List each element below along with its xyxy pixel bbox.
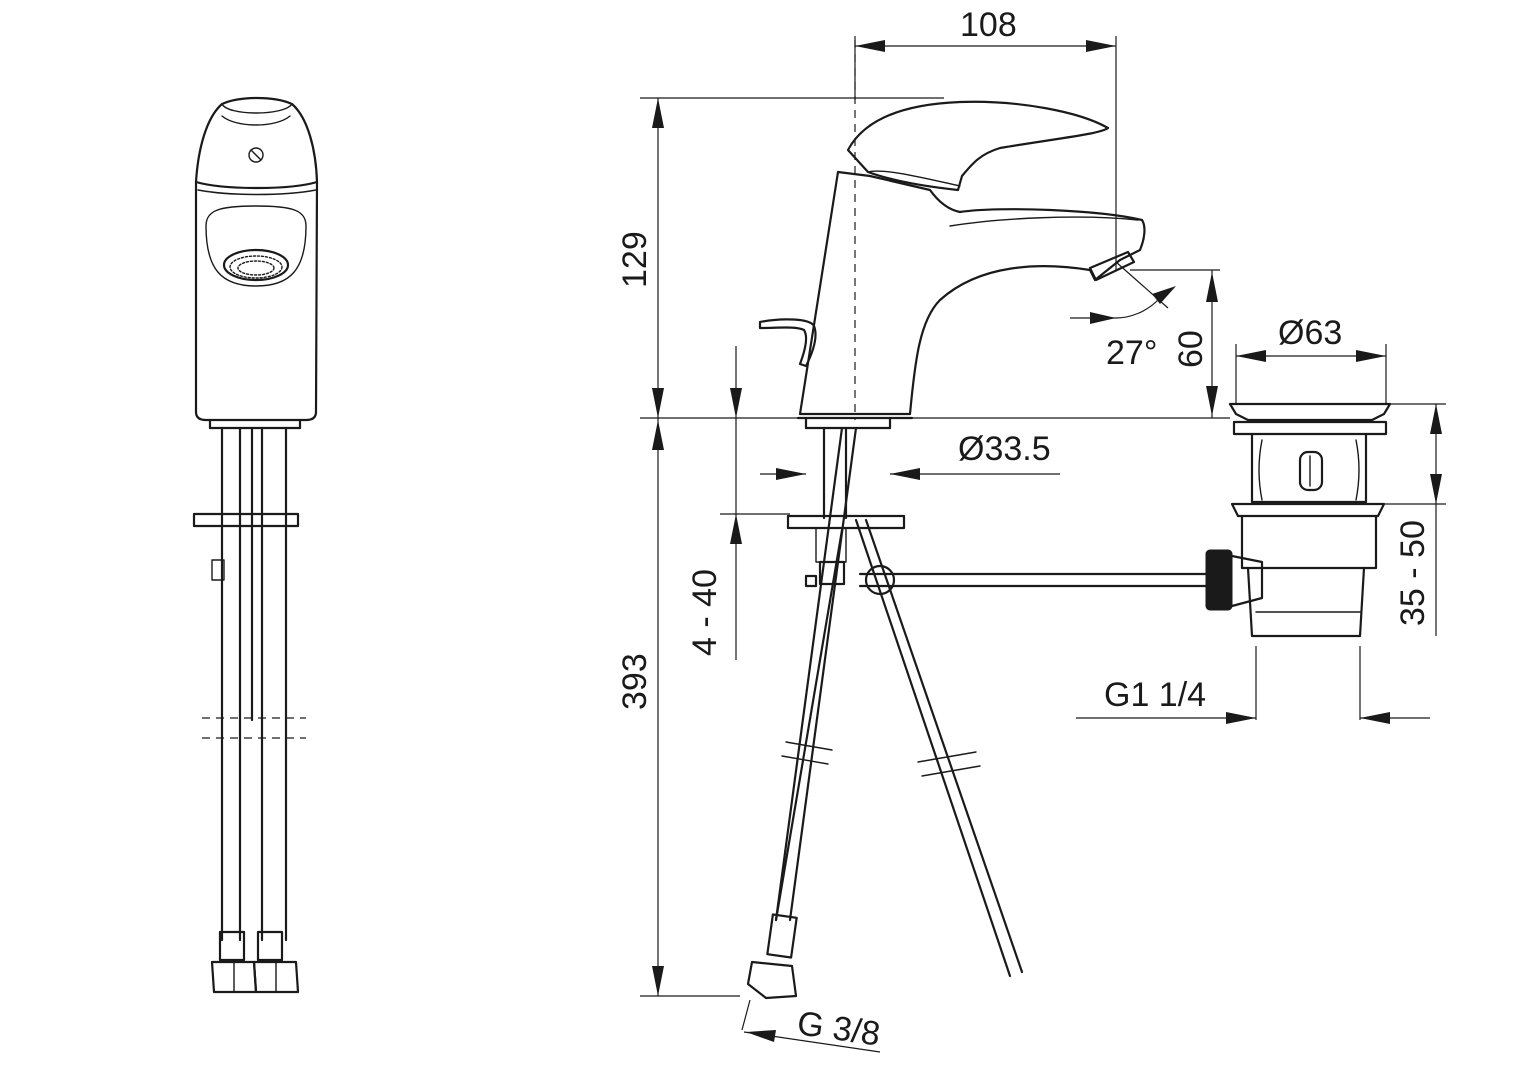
spout-aerator (1088, 250, 1136, 282)
front-handle-cap (194, 96, 319, 190)
dim-g-3-8: G 3/8 (795, 1004, 883, 1053)
dim-129: 129 (616, 231, 654, 288)
screw-icon (248, 147, 264, 163)
dim-27-deg: 27° (1106, 334, 1157, 372)
popup-lever (758, 318, 817, 368)
side-view (746, 40, 1208, 1000)
front-nut-right (252, 960, 300, 994)
connector-nut (1205, 549, 1233, 611)
side-nut (746, 960, 798, 1000)
front-body (194, 180, 319, 422)
dim-dia-63: Ø63 (1278, 314, 1342, 352)
waste-cap (1228, 402, 1392, 422)
dim-4-40: 4 - 40 (686, 569, 724, 656)
lever-handle (846, 100, 1110, 192)
aerator-icon (222, 248, 290, 282)
waste-valve (1205, 402, 1392, 638)
spout-body (798, 170, 1146, 416)
waste-slot (1298, 450, 1324, 492)
front-view (192, 96, 319, 994)
dim-108: 108 (960, 6, 1017, 44)
dim-393: 393 (616, 653, 654, 710)
dim-g1-1-4: G1 1/4 (1104, 676, 1206, 714)
dim-dia-33-5: Ø33.5 (958, 430, 1051, 468)
dim-60: 60 (1172, 330, 1210, 368)
dimension-lines (640, 36, 1446, 1053)
dim-35-50: 35 - 50 (1394, 520, 1432, 626)
ball-joint (864, 564, 896, 596)
mounting-plate (192, 512, 300, 528)
